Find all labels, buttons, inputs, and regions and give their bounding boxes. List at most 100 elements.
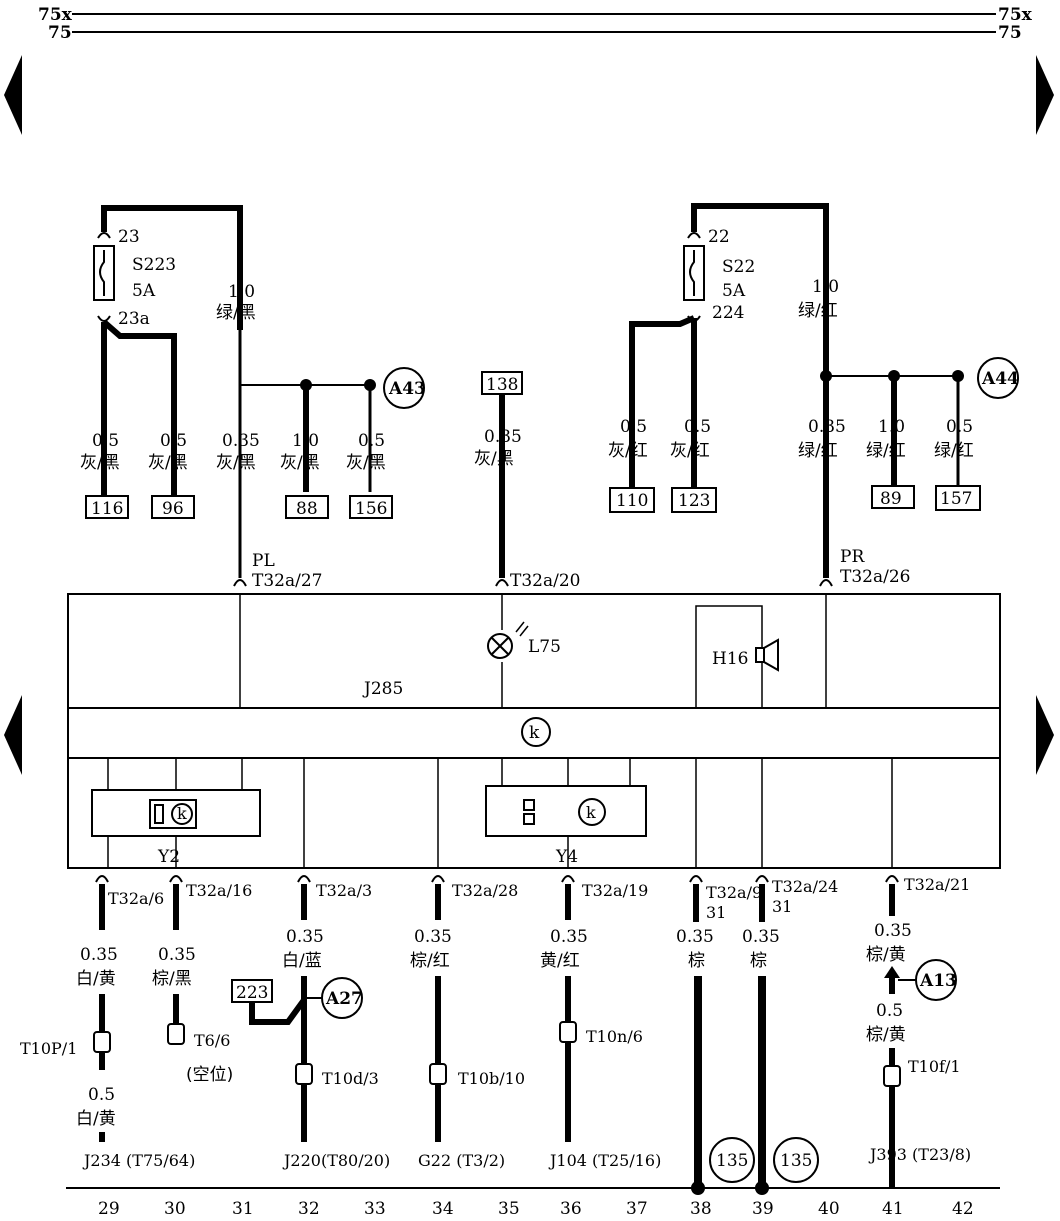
wire-label-gauge: 0.35 xyxy=(874,921,912,941)
ground-point-a13-label: A13 xyxy=(919,971,957,991)
wire-label-gauge: 0.35 xyxy=(222,431,260,451)
position-numbers: 29 30 31 32 33 34 35 36 37 38 39 40 41 4… xyxy=(98,1199,974,1219)
fuse-s223-name: S223 xyxy=(132,255,176,275)
pin-label: T32a/19 xyxy=(582,881,648,900)
connector-pl-pin: T32a/27 xyxy=(252,571,322,591)
ground-point-a44-label: A44 xyxy=(981,369,1019,389)
svg-text:34: 34 xyxy=(432,1199,454,1219)
wire-label-gauge: 0.35 xyxy=(676,927,714,947)
nav-arrow-left-top-icon[interactable] xyxy=(4,55,22,135)
wire-label-color: 绿/红 xyxy=(866,441,906,461)
wire-label-gauge: 0.5 xyxy=(946,417,973,437)
bus-label-right-bottom: 75 xyxy=(998,23,1022,43)
connector-l75-pin: T32a/20 xyxy=(510,571,580,591)
ref-box: 110 xyxy=(616,491,648,511)
bottom-wire-7: T32a/24 31 0.35 棕 135 xyxy=(742,875,838,1195)
display-y2-icon xyxy=(149,799,197,829)
ref-box: 138 xyxy=(486,375,518,395)
connector-pr-pin: T32a/26 xyxy=(840,567,910,587)
display-y4-icon xyxy=(523,799,535,811)
wire-label-gauge: 0.35 xyxy=(808,417,846,437)
pin-label: T32a/9 xyxy=(706,883,762,902)
instrument-cluster-j285: L75 H16 J285 k k Y2 k Y4 xyxy=(67,593,1001,869)
pin-label: T32a/24 xyxy=(772,877,838,896)
connector-pr-label: PR xyxy=(840,547,865,567)
svg-text:35: 35 xyxy=(498,1199,520,1219)
ground-point-a44 xyxy=(977,357,1019,399)
svg-text:k: k xyxy=(586,803,596,822)
wire-label-color: 白/蓝 xyxy=(282,951,322,971)
fuse-s22-rating: 5A xyxy=(722,281,746,301)
wire-label-gauge: 0.35 xyxy=(414,927,452,947)
bottom-wire-4: T32a/28 0.35 棕/红 T10b/10 G22 (T3/2) xyxy=(410,875,525,1170)
svg-text:k: k xyxy=(177,804,187,823)
bottom-wire-3: T32a/3 0.35 白/蓝 223 A27 T10d/3 J220(T80/… xyxy=(231,875,390,1170)
svg-text:42: 42 xyxy=(952,1199,974,1219)
svg-text:33: 33 xyxy=(364,1199,386,1219)
k-terminal-icon xyxy=(521,717,551,747)
wire-label-color: 棕/黑 xyxy=(152,969,192,989)
wire-label-gauge: 0.5 xyxy=(620,417,647,437)
svg-text:31: 31 xyxy=(232,1199,254,1219)
pin-label: T32a/3 xyxy=(316,881,372,900)
lamp-label: L75 xyxy=(528,637,561,657)
wire-label-gauge: 1.0 xyxy=(812,277,839,297)
svg-text:32: 32 xyxy=(298,1199,320,1219)
wire-label-color: 灰/黑 xyxy=(216,453,256,473)
ref-box: 116 xyxy=(91,499,123,519)
bottom-wire-6: T32a/9 31 0.35 棕 135 xyxy=(676,875,762,1195)
ref-circle: 135 xyxy=(716,1151,748,1171)
svg-text:39: 39 xyxy=(752,1199,774,1219)
wire-label-color: 棕/黄 xyxy=(866,945,906,965)
wire-label-color: 棕/红 xyxy=(410,951,450,971)
bottom-wire-5: T32a/19 0.35 黄/红 T10n/6 J104 (T25/16) xyxy=(540,875,661,1170)
nav-arrow-left-bottom-icon[interactable] xyxy=(4,695,22,775)
nav-arrow-right-bottom-icon[interactable] xyxy=(1036,695,1054,775)
buzzer-label: H16 xyxy=(712,649,748,669)
wire-label-gauge: 1.0 xyxy=(228,282,255,302)
wire-label-color: 灰/红 xyxy=(670,441,710,461)
svg-text:k: k xyxy=(529,723,540,743)
wire-label-gauge: 0.5 xyxy=(92,431,119,451)
ref-circle: 135 xyxy=(780,1151,812,1171)
wire-label-color: 灰/黑 xyxy=(346,453,386,473)
ref-box: 89 xyxy=(880,489,902,509)
fuse-s22: 22 S22 5A 224 xyxy=(629,203,829,482)
buzzer-icon xyxy=(755,647,765,663)
ground-point-a43-label: A43 xyxy=(388,379,426,399)
wire-label-color: 灰/黑 xyxy=(80,453,120,473)
bus-label-left-top: 75x xyxy=(38,5,73,25)
connector-label: T10f/1 xyxy=(908,1057,961,1076)
fuse-s223-out-pin: 23a xyxy=(118,309,150,329)
connector-label: T10n/6 xyxy=(586,1027,643,1046)
ref-box: 123 xyxy=(678,491,710,511)
wire-label-color: 绿/红 xyxy=(934,441,974,461)
wire-label-color: 灰/黑 xyxy=(148,453,188,473)
pin-sub-label: 31 xyxy=(706,903,726,922)
svg-text:30: 30 xyxy=(164,1199,186,1219)
connector-label: T10d/3 xyxy=(322,1069,379,1088)
wire-label-color: 黄/红 xyxy=(540,951,580,971)
cluster-name: J285 xyxy=(362,679,403,699)
wire-label-gauge: 0.5 xyxy=(684,417,711,437)
bottom-wire-1: T32a/6 0.35 白/黄 T10P/1 0.5 白/黄 J234 (T75… xyxy=(20,875,195,1170)
wire-label-color: 白/黄 xyxy=(76,1109,116,1129)
ground-point-a27-label: A27 xyxy=(325,989,363,1009)
wire-label-gauge: 0.5 xyxy=(358,431,385,451)
destination-label: J220(T80/20) xyxy=(282,1151,390,1170)
wire-label-gauge: 0.5 xyxy=(876,1001,903,1021)
fuse-s22-in-pin: 22 xyxy=(708,227,730,247)
fuse-s223-in-pin: 23 xyxy=(118,227,140,247)
nav-arrow-right-top-icon[interactable] xyxy=(1036,55,1054,135)
ref-box: 157 xyxy=(940,489,972,509)
ref-box: 223 xyxy=(236,983,268,1003)
wire-label-color: 棕/黄 xyxy=(866,1025,906,1045)
ref-box: 96 xyxy=(162,499,184,519)
fuse-s223-rating: 5A xyxy=(132,281,156,301)
connector-label: T10b/10 xyxy=(458,1069,525,1088)
wire-label-gauge: 0.35 xyxy=(742,927,780,947)
fuse-s223: 23 S223 5A 23a xyxy=(93,205,243,482)
ground-point-a43 xyxy=(383,367,425,409)
